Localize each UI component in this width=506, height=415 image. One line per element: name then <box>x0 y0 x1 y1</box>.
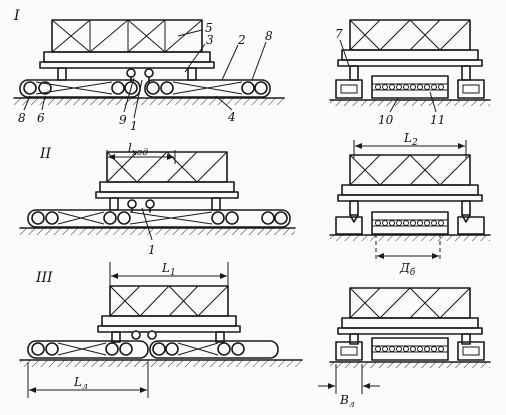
callout-2: 2 <box>237 33 246 47</box>
callout-9: 9 <box>119 113 127 127</box>
callout-10: 10 <box>378 113 394 127</box>
dim-bl: Bл <box>339 393 355 410</box>
callout-6: 6 <box>37 111 45 125</box>
roller-row <box>375 220 444 226</box>
stage-3-side-view <box>19 262 303 398</box>
stage-1-side-view <box>13 19 285 119</box>
callout-4: 4 <box>227 110 236 124</box>
dim-ll: Lл <box>73 375 88 392</box>
stage-2-side-view <box>19 150 296 241</box>
callout-8-right: 8 <box>265 29 273 43</box>
stage-3-end-view <box>318 287 491 394</box>
dim-l-hod: lход <box>128 141 148 158</box>
ground-hatch <box>14 98 284 105</box>
roller-row <box>375 346 444 352</box>
stage-1-label: I <box>13 8 20 24</box>
stage-3-label: III <box>35 270 53 286</box>
stage-2-end-view <box>329 140 491 262</box>
stage-1-end-view <box>329 19 491 113</box>
callout-11: 11 <box>430 113 445 127</box>
dim-l2: L2 <box>403 131 418 148</box>
callout-3: 3 <box>206 33 214 47</box>
callout-5: 5 <box>205 21 213 35</box>
dim-l1: L1 <box>161 261 176 278</box>
callout-8-left: 8 <box>18 111 26 125</box>
callout-1: 1 <box>130 119 138 133</box>
callout-7: 7 <box>335 27 343 41</box>
stage-2-label: II <box>39 146 52 162</box>
roller-row <box>375 84 444 90</box>
dim-db: Дб <box>399 261 416 278</box>
callout-1-stage-2: 1 <box>148 243 156 257</box>
